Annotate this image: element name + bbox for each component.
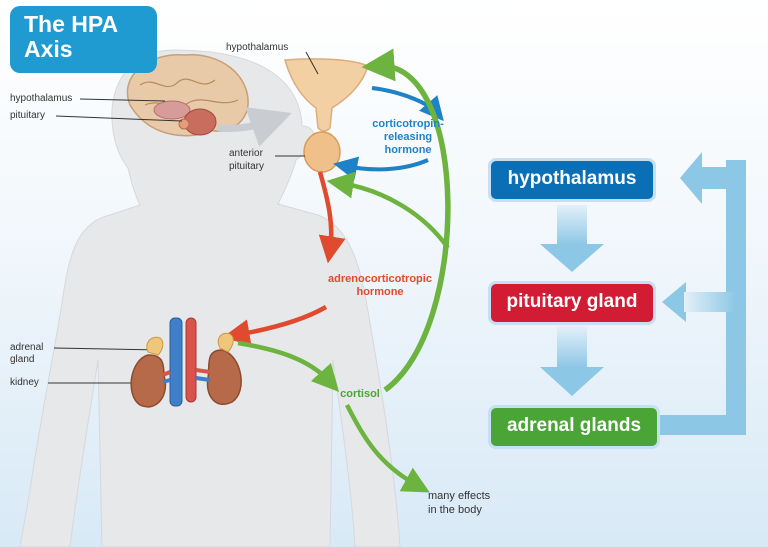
effects-label-line-1: many effects [428, 490, 491, 502]
effects-label: many effects in the body [428, 489, 490, 517]
acth-label-line-1: adrenocorticotropic [328, 273, 432, 285]
gland-label-hypothalamus: hypothalamus [226, 42, 289, 53]
title-line-1: The HPA [24, 11, 119, 37]
gland-label-pituitary: pituitary [229, 161, 265, 172]
acth-label-line-2: hormone [356, 286, 404, 298]
kidney-label-adrenal: adrenal [10, 342, 44, 353]
kidney-label-gland: gland [10, 354, 35, 365]
head-label-pituitary: pituitary [10, 110, 46, 121]
kidney-label-kidney: kidney [10, 377, 39, 388]
brain-illustration [126, 54, 249, 137]
title-banner: The HPA Axis [10, 6, 157, 73]
feedback-arrows [658, 152, 746, 435]
kidneys-illustration [130, 317, 242, 408]
flow-box-hypothalamus: hypothalamus [488, 158, 656, 202]
effects-label-line-2: in the body [428, 504, 482, 516]
flow-down-arrows [540, 205, 604, 396]
crh-label-line-2: releasing [383, 131, 433, 143]
crh-label-line-3: hormone [384, 144, 432, 156]
acth-label: adrenocorticotropic hormone [315, 273, 445, 299]
body-silhouette [19, 49, 401, 547]
crh-label: corticotropin- releasing hormone [358, 118, 458, 157]
flow-box-adrenal: adrenal glands [488, 405, 660, 449]
title-line-2: Axis [24, 36, 73, 62]
head-label-hypothalamus: hypothalamus [10, 93, 73, 104]
crh-label-line-1: corticotropin- [372, 118, 444, 130]
cortisol-label: cortisol [340, 388, 380, 400]
flow-box-pituitary: pituitary gland [488, 281, 656, 325]
gland-label-anterior: anterior [229, 148, 263, 159]
